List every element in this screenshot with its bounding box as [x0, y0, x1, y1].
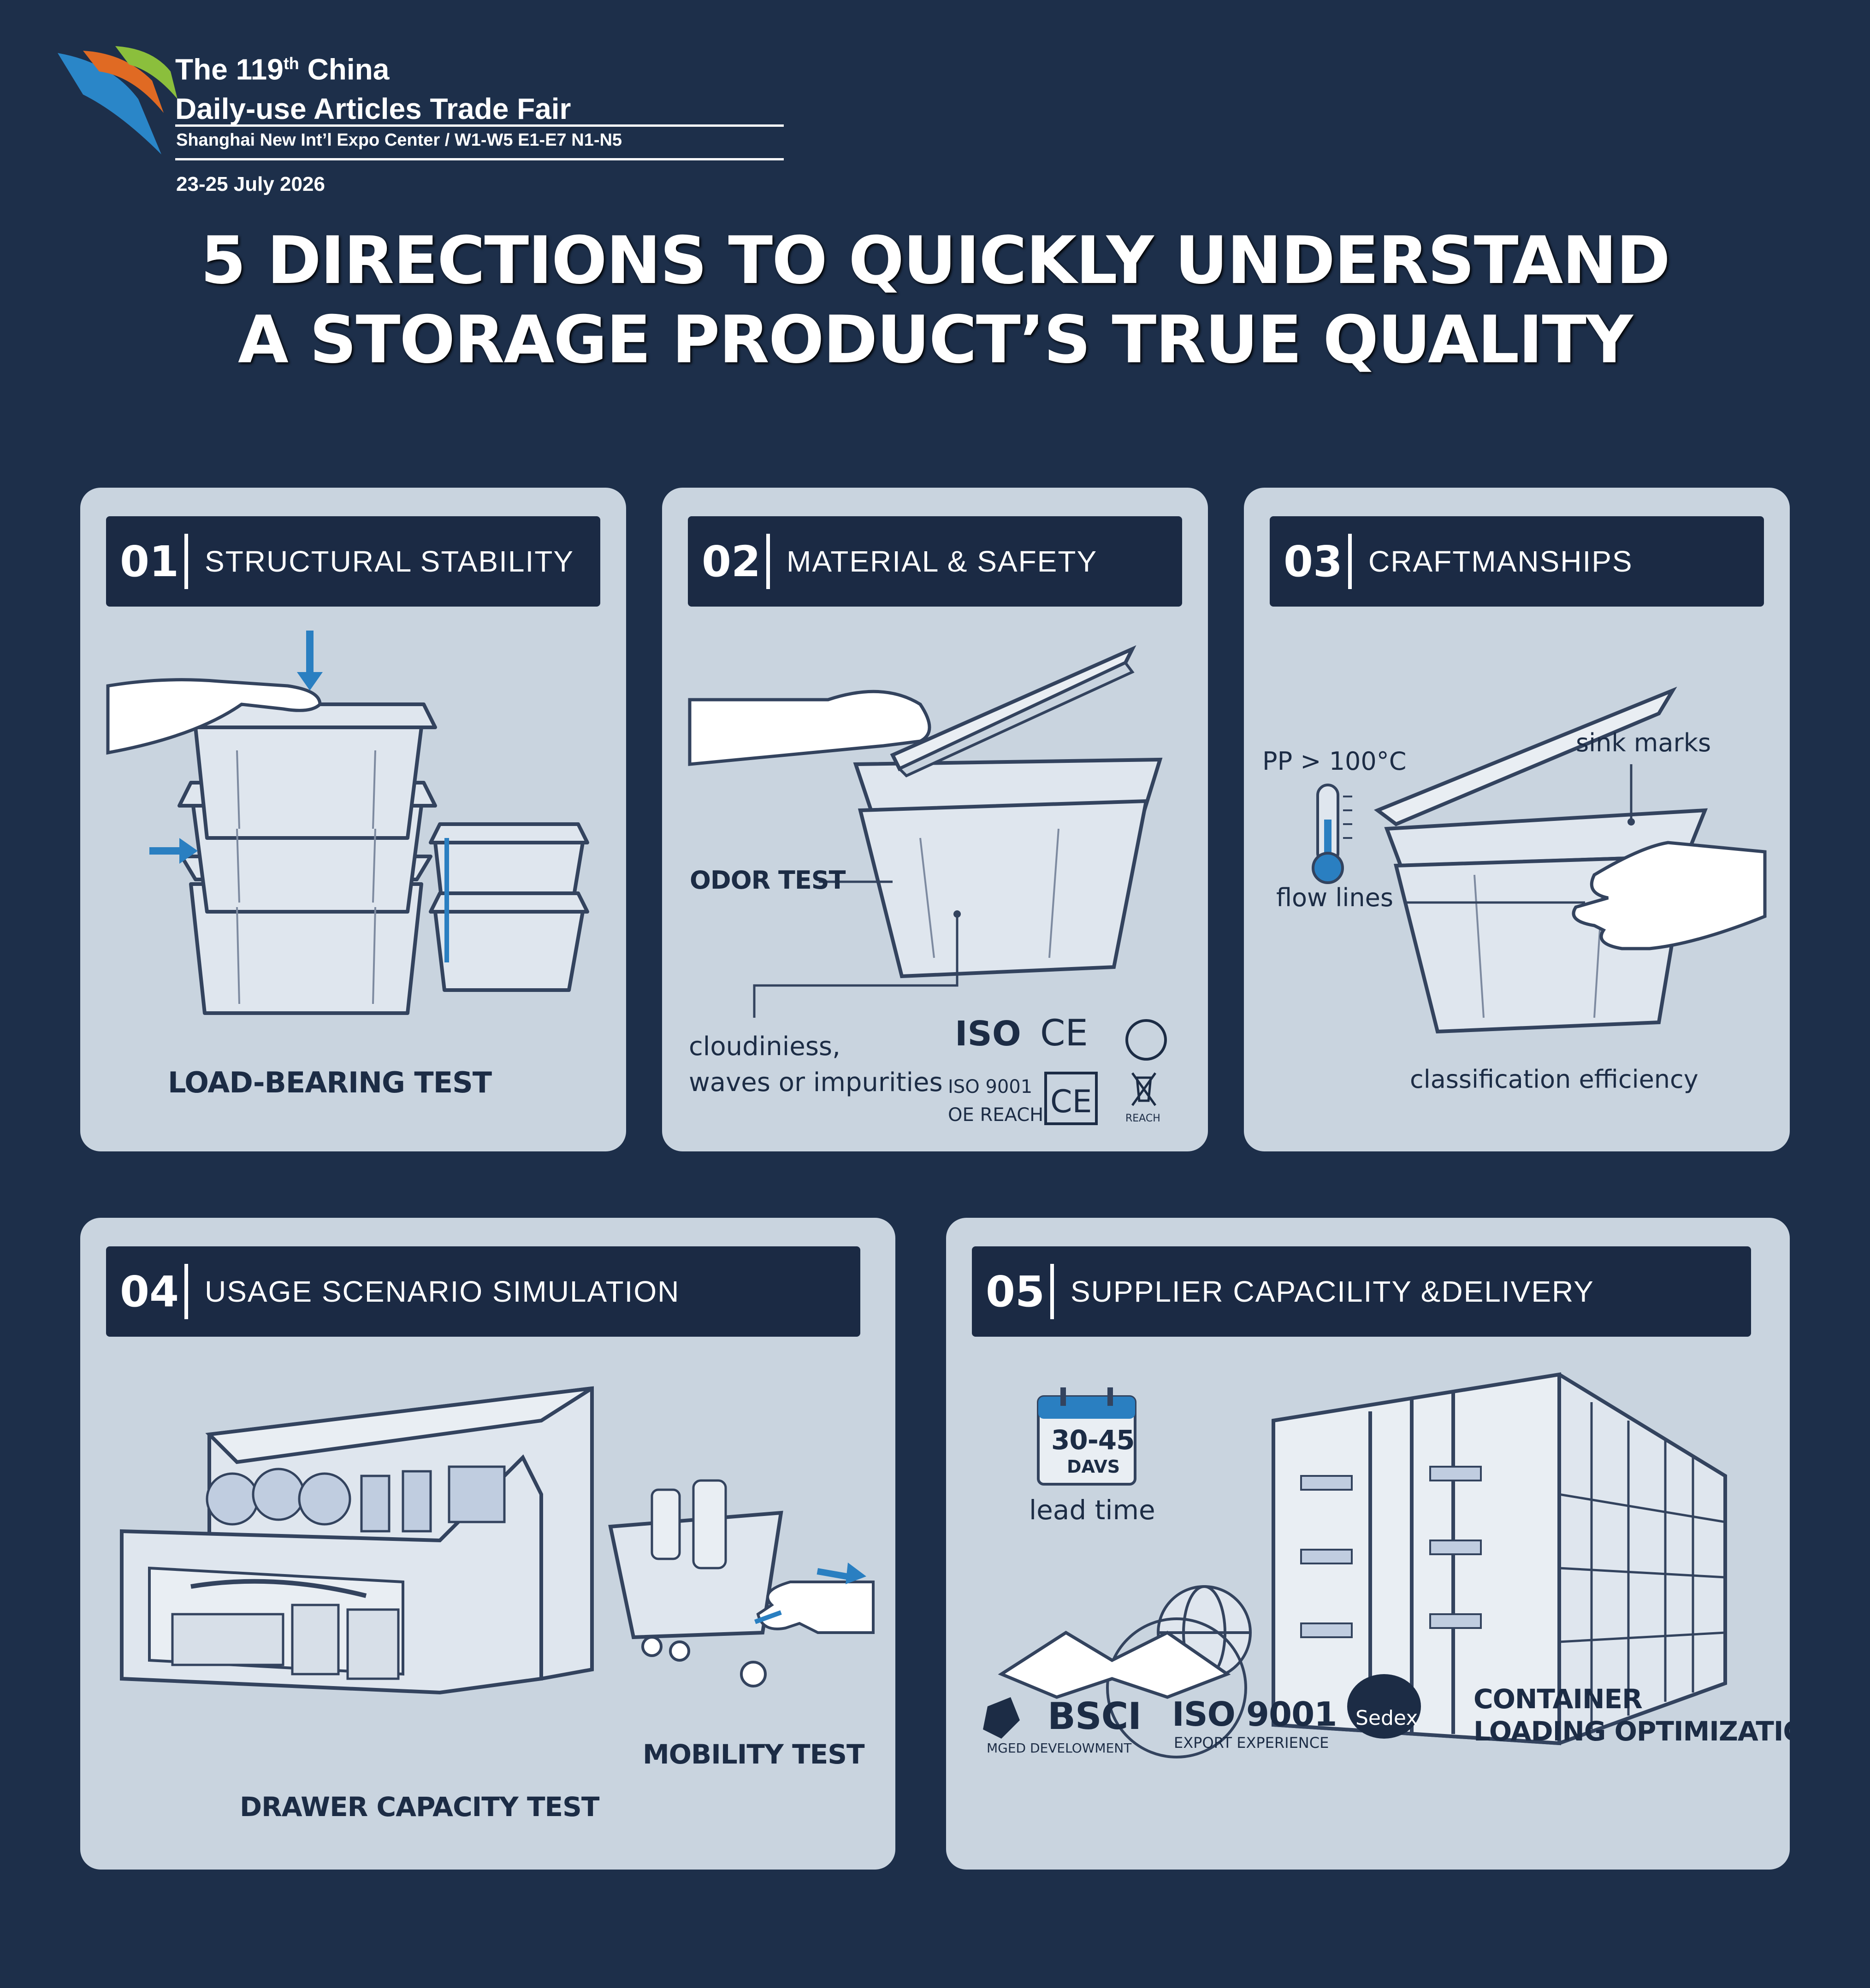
iso-icon: ISO: [955, 1014, 1021, 1054]
loading-optimization-label: LOADING OPTIMIZATION: [1474, 1716, 1790, 1747]
card-header-bar: 03 CRAFTMANSHIPS: [1270, 516, 1764, 607]
container-label: CONTAINER: [1474, 1683, 1643, 1715]
bsci-label: BSCI: [1047, 1695, 1142, 1738]
flow-lines-label: flow lines: [1276, 883, 1393, 912]
header-rule-bottom: [175, 158, 784, 160]
card-header-bar: 01 STRUCTURAL STABILITY: [106, 516, 600, 607]
venue-text: Shanghai New Int’l Expo Center / W1-W5 E…: [176, 130, 622, 150]
recycle-icon: [1125, 1019, 1167, 1061]
card-title: MATERIAL & SAFETY: [787, 545, 1098, 578]
export-experience-label: EXPORT EXPERIENCE: [1174, 1734, 1329, 1752]
card-title: CRAFTMANSHIPS: [1368, 545, 1633, 578]
supplier-illustration: [983, 1372, 1727, 1758]
lead-days-number: 30-45: [1051, 1424, 1135, 1456]
card-number: 03: [1284, 537, 1343, 586]
main-title: 5 DIRECTIONS TO QUICKLY UNDERSTAND A STO…: [200, 223, 1670, 378]
sink-marks-label: sink marks: [1576, 728, 1711, 757]
down-arrow-icon: [297, 631, 323, 690]
card-number: 01: [120, 537, 179, 586]
open-box-illustration: ISO CE CE REACH: [688, 645, 1167, 1125]
classification-caption: classification efficiency: [1410, 1065, 1698, 1094]
reach-label: OE REACH: [948, 1104, 1044, 1126]
card-number: 02: [702, 537, 761, 586]
right-arrow-icon: [149, 838, 198, 864]
card-title: STRUCTURAL STABILITY: [205, 545, 574, 578]
pp-temperature-label: PP > 100°C: [1262, 747, 1407, 776]
iso9001-label: ISO 9001: [1172, 1695, 1337, 1734]
container-icon: [1272, 1372, 1727, 1746]
iso9001-label: ISO 9001: [948, 1076, 1033, 1097]
bsci-icon: [983, 1697, 1020, 1739]
fair-logo-icon: [58, 46, 178, 154]
odor-test-label: ODOR TEST: [690, 866, 846, 895]
bar-divider: [184, 534, 188, 589]
card-number: 04: [120, 1267, 179, 1316]
card-supplier-capacity: 05 SUPPLIER CAPACILITY &DELIVERY: [946, 1218, 1790, 1870]
bar-divider: [1348, 534, 1352, 589]
card-title: USAGE SCENARIO SIMULATION: [205, 1275, 680, 1308]
ce-icon: CE: [1040, 1013, 1088, 1054]
sedex-label: Sedex: [1355, 1706, 1418, 1730]
handshake-icon: [998, 1630, 1231, 1699]
svg-text:CE: CE: [1050, 1084, 1092, 1120]
lead-time-label: lead time: [1029, 1494, 1155, 1526]
load-bearing-caption: LOAD-BEARING TEST: [168, 1066, 492, 1099]
dates-text: 23-25 July 2026: [176, 173, 325, 195]
svg-text:REACH: REACH: [1125, 1113, 1160, 1124]
card-header-bar: 04 USAGE SCENARIO SIMULATION: [106, 1246, 860, 1337]
card-header-bar: 02 MATERIAL & SAFETY: [688, 516, 1182, 607]
lidded-box-illustration: [1312, 686, 1767, 1034]
cloudiness-label: cloudiniess,: [689, 1032, 840, 1062]
no-bin-icon: [1131, 1072, 1157, 1106]
card-title: SUPPLIER CAPACILITY &DELIVERY: [1071, 1275, 1594, 1308]
lead-days-unit: DAVS: [1067, 1457, 1120, 1477]
calendar-icon: [1037, 1387, 1136, 1486]
card-number: 05: [986, 1267, 1045, 1316]
bar-divider: [184, 1264, 188, 1319]
bar-divider: [766, 534, 770, 589]
drawer-capacity-label: DRAWER CAPACITY TEST: [240, 1791, 599, 1823]
mobility-test-label: MOBILITY TEST: [643, 1739, 865, 1770]
card-structural-stability: 01 STRUCTURAL STABILITY: [80, 488, 626, 1151]
card-header-bar: 05 SUPPLIER CAPACILITY &DELIVERY: [972, 1246, 1751, 1337]
right-arrow-icon: [817, 1563, 866, 1584]
card-usage-scenario: 04 USAGE SCENARIO SIMULATION MOBIL: [80, 1218, 895, 1870]
card-craftmanships: 03 CRAFTMANSHIPS sink marks PP > 100°C f…: [1244, 488, 1790, 1151]
bar-divider: [1050, 1264, 1054, 1319]
sedex-icon: [1347, 1674, 1421, 1739]
waves-impurities-label: waves or impurities: [689, 1068, 943, 1097]
header-rule-top: [175, 124, 784, 127]
drawer-cart-illustration: [120, 1386, 875, 1695]
header: The 119th China Daily-use Articles Trade…: [55, 44, 784, 201]
thermometer-icon: [1312, 784, 1352, 884]
card-material-safety: 02 MATERIAL & SAFETY ISO CE CE REACH ODO…: [662, 488, 1208, 1151]
bsci-sub-label: MGED DEVELOWMENT: [987, 1740, 1132, 1756]
fair-title: The 119th China Daily-use Articles Trade…: [175, 53, 571, 126]
stacked-boxes-illustration: [106, 631, 589, 1015]
